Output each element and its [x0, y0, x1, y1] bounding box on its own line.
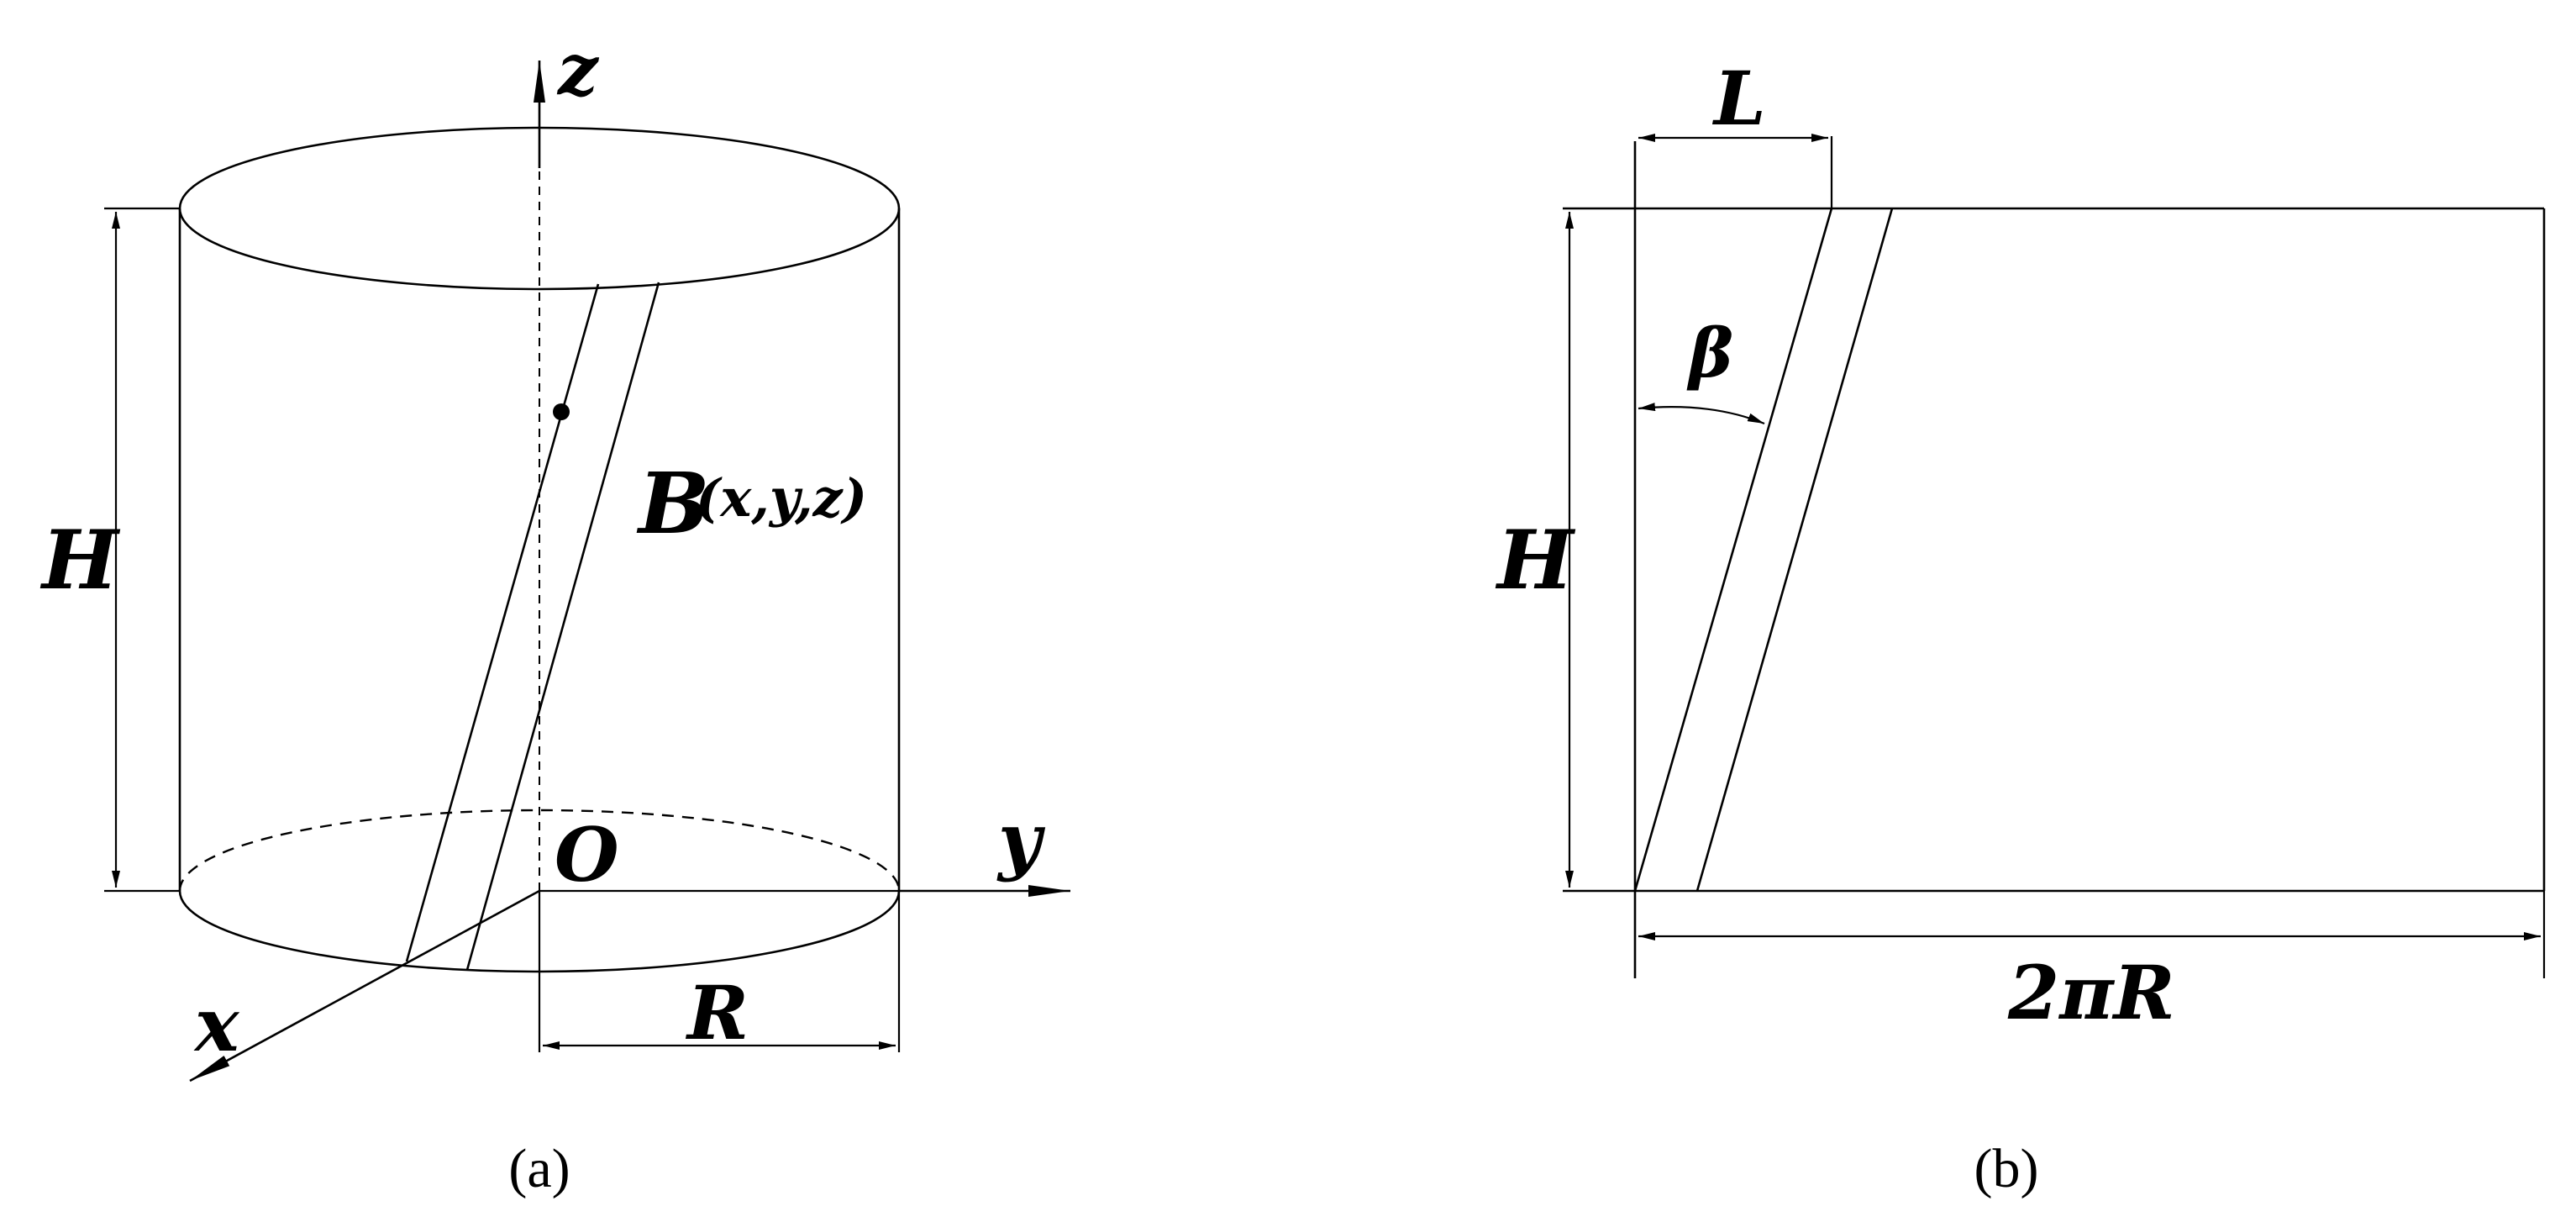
z-axis-label: z: [556, 28, 600, 111]
dimension-2pir: [1638, 891, 2546, 978]
dimension-h: [104, 207, 180, 893]
strip-left-edge: [405, 283, 600, 962]
point-b-marker: [553, 403, 570, 420]
x-axis-label: x: [193, 981, 240, 1068]
panel-a: z y x O H R B (x,y,z) (a): [39, 28, 1070, 1199]
panel-b: L β H 2πR (b): [1495, 55, 2546, 1199]
caption-a: (a): [508, 1138, 570, 1199]
unrolled-strip-right-edge: [1695, 208, 1894, 892]
dimension-l: [1638, 134, 1833, 208]
height-label-a: H: [39, 513, 121, 608]
point-b-coordinates: (x,y,z): [696, 467, 867, 529]
height-label-b: H: [1495, 513, 1576, 608]
x-axis: [189, 889, 540, 1083]
dimension-r: [538, 891, 901, 1052]
width-label: 2πR: [2007, 949, 2175, 1036]
radius-label: R: [685, 969, 749, 1056]
point-b-label: B: [636, 454, 710, 553]
axes: [189, 61, 1070, 1083]
caption-b: (b): [1974, 1138, 2039, 1199]
angle-beta-label: β: [1686, 313, 1733, 392]
beta-arc: [1638, 403, 1765, 425]
cylinder-bottom-back-arc: [178, 809, 901, 892]
strip-right-edge: [465, 282, 660, 971]
y-axis-label: y: [996, 796, 1046, 883]
origin-label: O: [555, 811, 619, 898]
angle-beta: [1638, 403, 1765, 425]
unrolled-strip-left-edge: [1633, 208, 1833, 892]
helical-strip: [405, 282, 660, 971]
unrolled-strip: [1633, 208, 1894, 892]
unrolled-rectangle: [1563, 141, 2546, 978]
length-label: L: [1711, 55, 1766, 142]
